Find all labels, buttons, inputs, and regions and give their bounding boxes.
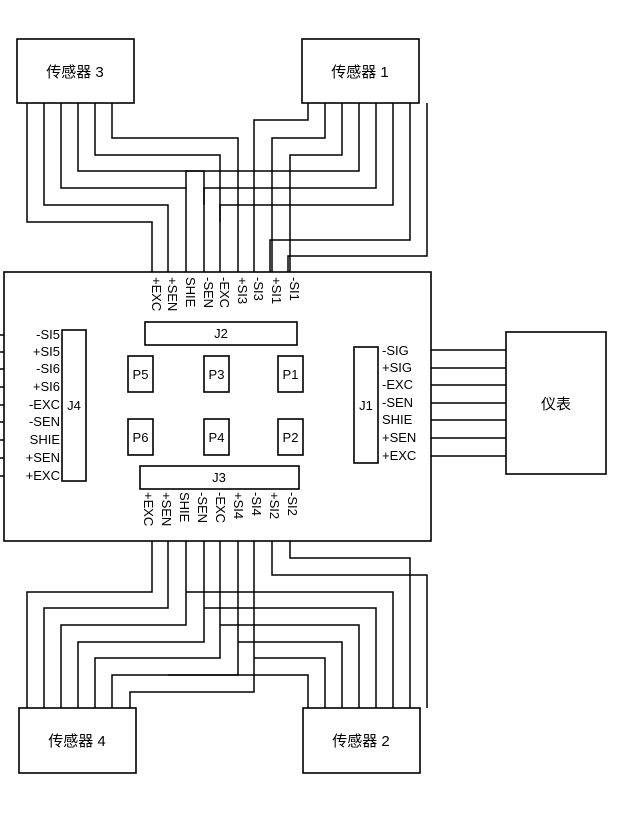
wires-sensor-4 <box>26 541 255 708</box>
top-pin-label: -SEN <box>201 277 216 308</box>
bottom-pin-label: +EXC <box>141 492 156 526</box>
connector-j4-label: J4 <box>67 398 81 413</box>
sensor-3-label: 传感器 3 <box>46 64 104 81</box>
wires-sensor-1 <box>185 103 428 272</box>
top-pin-label: +SI1 <box>269 277 284 304</box>
bottom-pin-label: SHIE <box>177 492 192 523</box>
pad-p6-label: P6 <box>133 430 149 445</box>
left-pin-label: -SI6 <box>36 361 60 376</box>
right-pin-label: +SEN <box>382 430 416 445</box>
pads: P5 P3 P1 P6 P4 P2 <box>127 355 304 456</box>
left-pin-label: -EXC <box>29 397 60 412</box>
right-pin-label: +EXC <box>382 448 416 463</box>
sensor-2-label: 传感器 2 <box>332 733 390 750</box>
pad-p3 <box>203 355 230 393</box>
left-pin-label: SHIE <box>30 432 61 447</box>
pad-p1-label: P1 <box>283 367 299 382</box>
bottom-pin-label: -SI4 <box>249 492 264 516</box>
right-pin-label: +SIG <box>382 360 412 375</box>
top-pin-label: SHIE <box>183 277 198 308</box>
left-pin-label: -SI5 <box>36 327 60 342</box>
right-pin-label: -SIG <box>382 343 409 358</box>
sensor-3-box: 传感器 3 <box>16 38 135 104</box>
instrument-label: 仪表 <box>541 396 571 413</box>
connector-j3: J3 <box>139 465 300 490</box>
bottom-pin-label: +SI2 <box>267 492 282 519</box>
instrument-box: 仪表 <box>505 331 607 475</box>
pad-p4 <box>203 418 230 456</box>
wires-sensor-2 <box>168 541 428 708</box>
connector-j2: J2 <box>144 321 298 346</box>
left-pin-label: +EXC <box>26 468 60 483</box>
right-pin-labels: -SIG +SIG -EXC -SEN SHIE +SEN +EXC <box>382 343 416 463</box>
left-pin-label: +SI5 <box>33 344 60 359</box>
connector-j2-label: J2 <box>214 326 228 341</box>
bottom-pin-label: +SI4 <box>231 492 246 519</box>
connector-j4: J4 <box>61 329 87 482</box>
sensor-4-label: 传感器 4 <box>48 733 106 750</box>
sensor-1-box: 传感器 1 <box>301 38 420 104</box>
top-pin-label: -SI3 <box>251 277 266 301</box>
bottom-pin-label: -SEN <box>195 492 210 523</box>
top-pin-label: -SI1 <box>287 277 302 301</box>
sensor-4-box: 传感器 4 <box>18 707 137 774</box>
bottom-pin-label: -EXC <box>213 492 228 523</box>
top-pin-label: -EXC <box>217 277 232 308</box>
bottom-pin-label: +SEN <box>159 492 174 526</box>
bottom-pin-labels: +EXC +SEN SHIE -SEN -EXC +SI4 -SI4 +SI2 … <box>141 492 300 526</box>
left-pin-label: -SEN <box>29 414 60 429</box>
left-pin-labels: -SI5 +SI5 -SI6 +SI6 -EXC -SEN SHIE +SEN … <box>26 327 61 483</box>
left-pin-label: +SEN <box>26 450 60 465</box>
pad-p6 <box>127 418 154 456</box>
pad-p4-label: P4 <box>209 430 225 445</box>
top-pin-label: +EXC <box>149 277 164 311</box>
left-pin-label: +SI6 <box>33 379 60 394</box>
pad-p1 <box>277 355 304 393</box>
connector-j1: J1 <box>353 346 379 464</box>
pad-p3-label: P3 <box>209 367 225 382</box>
top-pin-label: +SI3 <box>235 277 250 304</box>
pad-p5 <box>127 355 154 393</box>
right-pin-label: SHIE <box>382 412 413 427</box>
bottom-pin-label: -SI2 <box>285 492 300 516</box>
wires-instrument <box>431 349 506 457</box>
top-pin-labels: +EXC +SEN SHIE -SEN -EXC +SI3 -SI3 +SI1 … <box>149 277 302 311</box>
right-pin-label: -SEN <box>382 395 413 410</box>
pad-p2-label: P2 <box>283 430 299 445</box>
connector-j1-label: J1 <box>359 398 373 413</box>
connector-j3-label: J3 <box>212 470 226 485</box>
right-pin-label: -EXC <box>382 377 413 392</box>
wires-sensor-3 <box>26 103 239 272</box>
sensor-1-label: 传感器 1 <box>331 64 389 81</box>
pad-p5-label: P5 <box>133 367 149 382</box>
pad-p2 <box>277 418 304 456</box>
top-pin-label: +SEN <box>165 277 180 311</box>
sensor-2-box: 传感器 2 <box>302 707 421 774</box>
